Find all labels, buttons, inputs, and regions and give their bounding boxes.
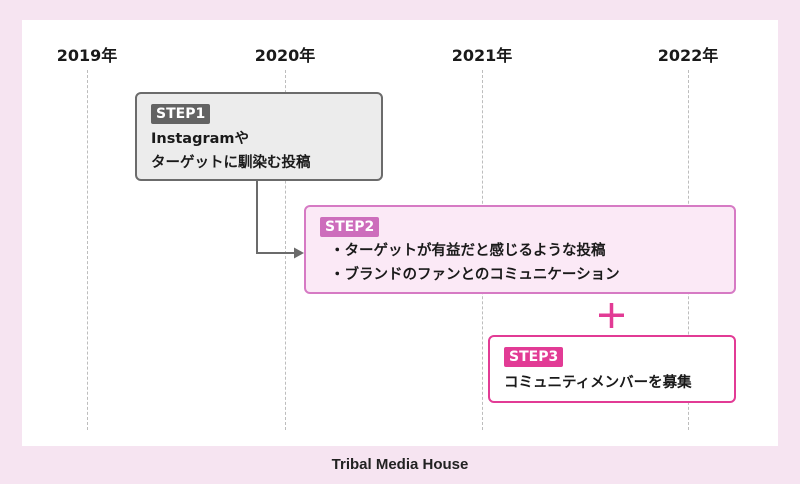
step1-tag: STEP1 bbox=[151, 104, 211, 124]
step2-box: STEP2 ・ターゲットが有益だと感じるような投稿 ・ブランドのファンとのコミュ… bbox=[304, 205, 736, 294]
step1-box: STEP1 Instagramや ターゲットに馴染む投稿 bbox=[135, 92, 383, 181]
plus-icon bbox=[599, 303, 624, 328]
arrow-head bbox=[294, 247, 304, 259]
year-label-2021: 2021年 bbox=[451, 46, 513, 65]
footer-brand: Tribal Media House bbox=[331, 456, 469, 473]
year-gridline-2019 bbox=[87, 70, 88, 430]
step1-text: Instagramや ターゲットに馴染む投稿 bbox=[151, 127, 311, 175]
step3-text: コミュニティメンバーを募集 bbox=[504, 371, 692, 395]
step2-line: ・ブランドのファンとのコミュニケーション bbox=[330, 267, 620, 283]
year-label-2022: 2022年 bbox=[657, 46, 719, 65]
step3-tag: STEP3 bbox=[504, 347, 564, 367]
step2-tag: STEP2 bbox=[320, 217, 380, 237]
step2-text: ・ターゲットが有益だと感じるような投稿 ・ブランドのファンとのコミュニケーション bbox=[330, 239, 620, 287]
step1-line: ターゲットに馴染む投稿 bbox=[151, 155, 311, 171]
step3-line: コミュニティメンバーを募集 bbox=[504, 375, 692, 391]
step1-to-step2-arrow bbox=[256, 181, 296, 254]
step3-box: STEP3 コミュニティメンバーを募集 bbox=[488, 335, 736, 403]
year-label-2020: 2020年 bbox=[254, 46, 316, 65]
step1-line: Instagramや bbox=[151, 131, 249, 147]
year-gridline-2020 bbox=[285, 70, 286, 430]
step2-line: ・ターゲットが有益だと感じるような投稿 bbox=[330, 243, 606, 259]
year-label-2019: 2019年 bbox=[56, 46, 118, 65]
